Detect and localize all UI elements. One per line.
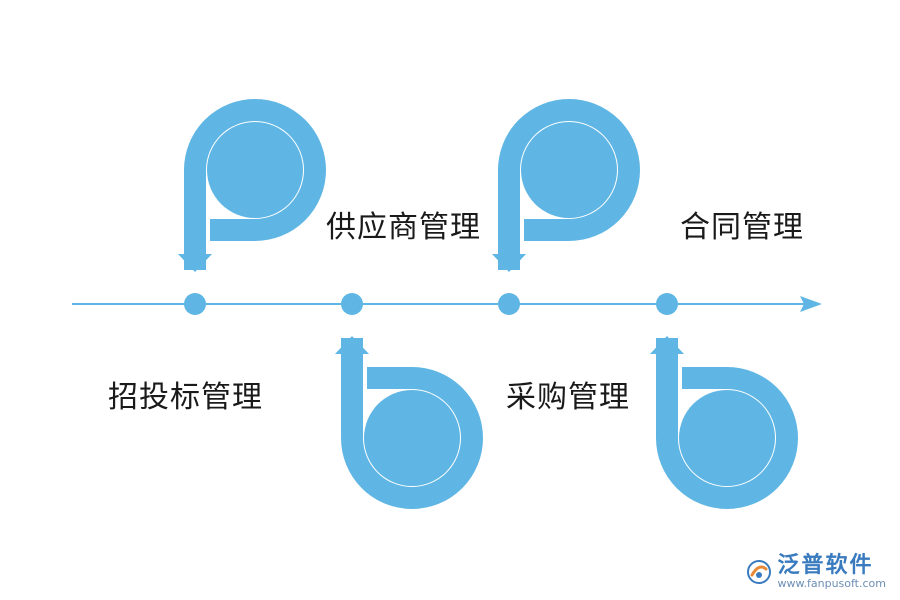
stage-3-loop-icon (492, 99, 640, 272)
stage-1-node (184, 293, 206, 315)
timeline-arrowhead (800, 296, 822, 312)
stage-4-label: 合同管理 (680, 210, 804, 245)
brand-name: 泛普软件 (777, 553, 874, 578)
stage-3-label: 采购管理 (506, 380, 630, 415)
stage-2-label: 供应商管理 (326, 210, 481, 245)
brand-url: www.fanpusoft.com (777, 577, 886, 590)
stage-2-node (341, 293, 363, 315)
stage-3-node (498, 293, 520, 315)
stage-1-loop-icon (178, 99, 326, 272)
brand-logo: 泛普软件 www.fanpusoft.com (746, 554, 886, 590)
stage-2-loop-icon (335, 336, 483, 509)
stage-4-loop-icon (650, 336, 798, 509)
fanpu-logo-icon (746, 560, 771, 584)
stage-1-label: 招投标管理 (108, 380, 263, 415)
stage-4-node (656, 293, 678, 315)
